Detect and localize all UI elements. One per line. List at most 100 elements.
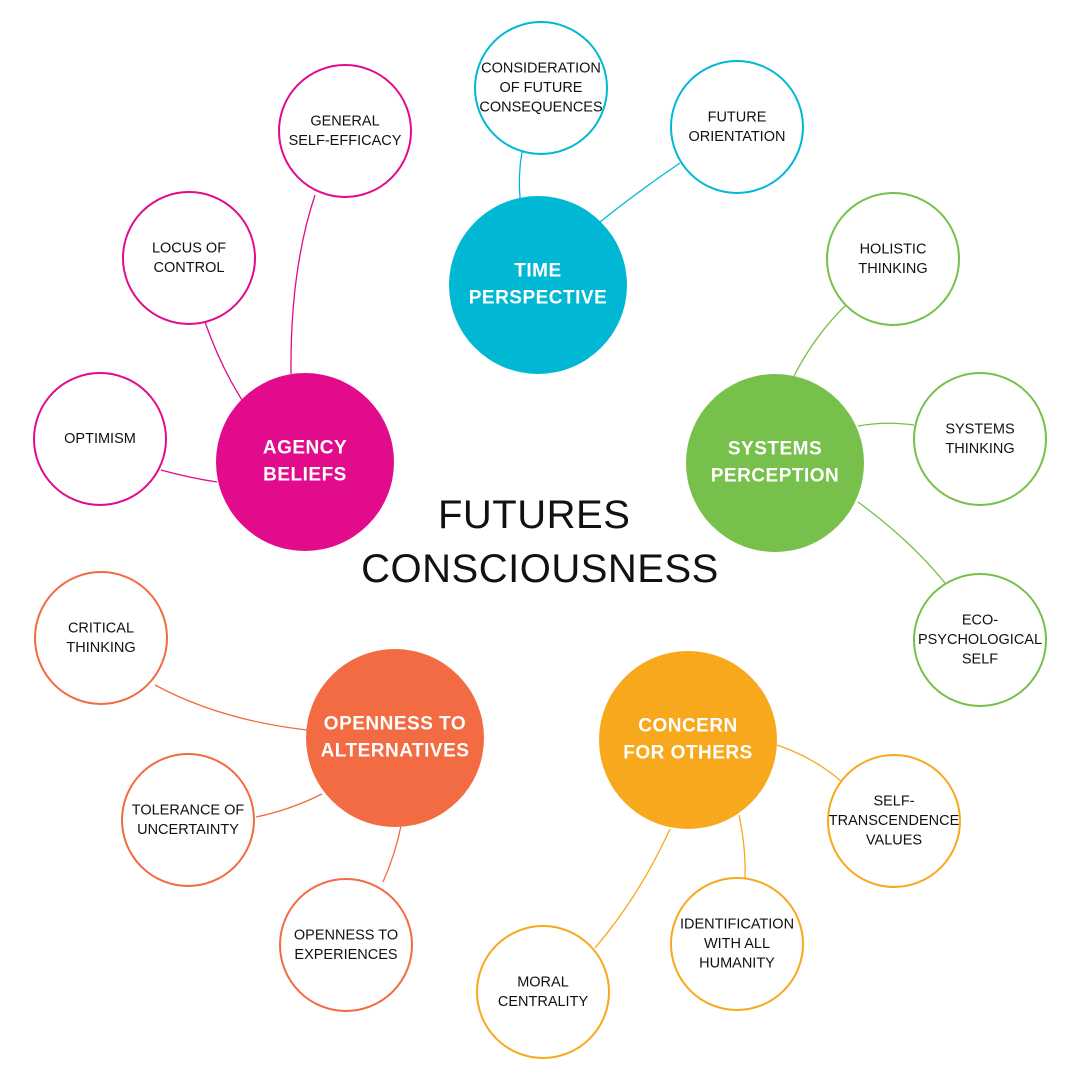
label-line: SELF- (873, 793, 914, 809)
leaf-label-identification-with-all-humanity: IDENTIFICATION WITH ALL HUMANITY (680, 916, 794, 971)
leaf-circle-locus-of-control (122, 191, 256, 325)
leaf-circle-systems-thinking (913, 372, 1047, 506)
label-line: HOLISTIC (860, 241, 927, 257)
leaf-openness-to-experiences: OPENNESS TO EXPERIENCES (279, 878, 413, 1012)
hub-circle-concern-for-others (599, 651, 777, 829)
leaf-circle-self-transcendence-values (827, 754, 961, 888)
label-line: SELF (962, 651, 998, 667)
label-line: CONSIDERATION (481, 60, 601, 76)
leaf-circle-general-self-efficacy (278, 64, 412, 198)
label-line: PERCEPTION (711, 466, 840, 487)
hub-label-concern-for-others: CONCERN FOR OTHERS (623, 716, 753, 764)
connector-concern-for-others-to-self-transcendence-values (776, 744, 843, 783)
label-line: AGENCY (263, 438, 347, 459)
label-line: LOCUS OF (152, 240, 226, 256)
label-line: UNCERTAINTY (137, 822, 239, 838)
leaf-systems-thinking: SYSTEMS THINKING (913, 372, 1047, 506)
leaf-label-holistic-thinking: HOLISTIC THINKING (858, 241, 927, 277)
label-line: GENERAL (310, 113, 379, 129)
leaf-circle-eco-psychological-self (913, 573, 1047, 707)
leaf-label-eco-psychological-self: ECO- PSYCHOLOGICAL SELF (918, 612, 1042, 667)
label-line: THINKING (858, 261, 927, 277)
leaf-label-locus-of-control: LOCUS OF CONTROL (152, 240, 226, 276)
connector-systems-perception-to-systems-thinking (857, 422, 915, 427)
diagram-title: FUTURES CONSCIOUSNESS (361, 493, 719, 591)
title-line-2: CONSCIOUSNESS (361, 547, 719, 591)
label-line: OF FUTURE (500, 80, 583, 96)
label-line: OPENNESS TO (294, 927, 398, 943)
hub-circle-agency-beliefs (216, 373, 394, 551)
label-line: OPTIMISM (64, 431, 136, 447)
label-line: WITH ALL (704, 936, 770, 952)
connector-time-perspective-to-future-orientation (599, 162, 681, 223)
leaf-identification-with-all-humanity: IDENTIFICATION WITH ALL HUMANITY (670, 877, 804, 1011)
connector-concern-for-others-to-identification-with-all-humanity (738, 814, 746, 879)
label-line: IDENTIFICATION (680, 916, 794, 932)
leaf-optimism: OPTIMISM (33, 372, 167, 506)
hub-label-time-perspective: TIME PERSPECTIVE (469, 261, 608, 309)
hub-circle-openness-to-alternatives (306, 649, 484, 827)
label-line: ORIENTATION (689, 129, 786, 145)
leaf-tolerance-of-uncertainty: TOLERANCE OF UNCERTAINTY (121, 753, 255, 887)
leaf-circle-critical-thinking (34, 571, 168, 705)
category-hubs: TIME PERSPECTIVE SYSTEMS PERCEPTION CONCERN F… (216, 196, 864, 829)
leaf-label-moral-centrality: MORAL CENTRALITY (498, 974, 589, 1010)
label-line: FOR OTHERS (623, 743, 753, 764)
leaf-eco-psychological-self: ECO- PSYCHOLOGICAL SELF (913, 573, 1047, 707)
leaf-locus-of-control: LOCUS OF CONTROL (122, 191, 256, 325)
hub-label-systems-perception: SYSTEMS PERCEPTION (711, 439, 840, 487)
hub-systems-perception: SYSTEMS PERCEPTION (686, 374, 864, 552)
hub-circle-time-perspective (449, 196, 627, 374)
label-line: ECO- (962, 612, 998, 628)
leaf-label-tolerance-of-uncertainty: TOLERANCE OF UNCERTAINTY (132, 802, 245, 838)
connector-agency-beliefs-to-optimism (160, 469, 218, 483)
hub-time-perspective: TIME PERSPECTIVE (449, 196, 627, 374)
leaf-general-self-efficacy: GENERAL SELF-EFFICACY (278, 64, 412, 198)
leaf-circle-holistic-thinking (826, 192, 960, 326)
leaf-critical-thinking: CRITICAL THINKING (34, 571, 168, 705)
label-line: SYSTEMS (728, 439, 822, 460)
hub-label-openness-to-alternatives: OPENNESS TO ALTERNATIVES (321, 714, 470, 762)
label-line: CRITICAL (68, 620, 134, 636)
leaf-label-optimism: OPTIMISM (64, 431, 136, 447)
title-line-1: FUTURES (438, 493, 630, 537)
label-line: CONCERN (638, 716, 738, 737)
label-line: OPENNESS TO (324, 714, 466, 735)
connector-openness-to-alternatives-to-openness-to-experiences (382, 825, 402, 883)
label-line: SELF-EFFICACY (289, 133, 402, 149)
label-line: EXPERIENCES (294, 947, 397, 963)
leaf-circle-openness-to-experiences (279, 878, 413, 1012)
label-line: SYSTEMS (945, 421, 1014, 437)
label-line: CONTROL (154, 260, 225, 276)
label-line: MORAL (517, 974, 569, 990)
label-line: PSYCHOLOGICAL (918, 632, 1042, 648)
label-line: HUMANITY (699, 955, 775, 971)
connector-systems-perception-to-holistic-thinking (793, 304, 847, 377)
connector-openness-to-alternatives-to-critical-thinking (154, 684, 308, 731)
leaf-moral-centrality: MORAL CENTRALITY (476, 925, 610, 1059)
connectors (154, 151, 946, 949)
leaf-label-openness-to-experiences: OPENNESS TO EXPERIENCES (294, 927, 398, 963)
leaf-label-critical-thinking: CRITICAL THINKING (66, 620, 135, 656)
label-line: TIME (514, 261, 561, 282)
leaf-holistic-thinking: HOLISTIC THINKING (826, 192, 960, 326)
label-line: CENTRALITY (498, 994, 589, 1010)
label-line: TOLERANCE OF (132, 802, 245, 818)
leaf-circle-optimism (33, 372, 167, 506)
label-line: PERSPECTIVE (469, 288, 608, 309)
leaf-circle-future-orientation (670, 60, 804, 194)
label-line: THINKING (945, 441, 1014, 457)
label-line: ALTERNATIVES (321, 741, 470, 762)
leaf-circle-tolerance-of-uncertainty (121, 753, 255, 887)
label-line: THINKING (66, 640, 135, 656)
